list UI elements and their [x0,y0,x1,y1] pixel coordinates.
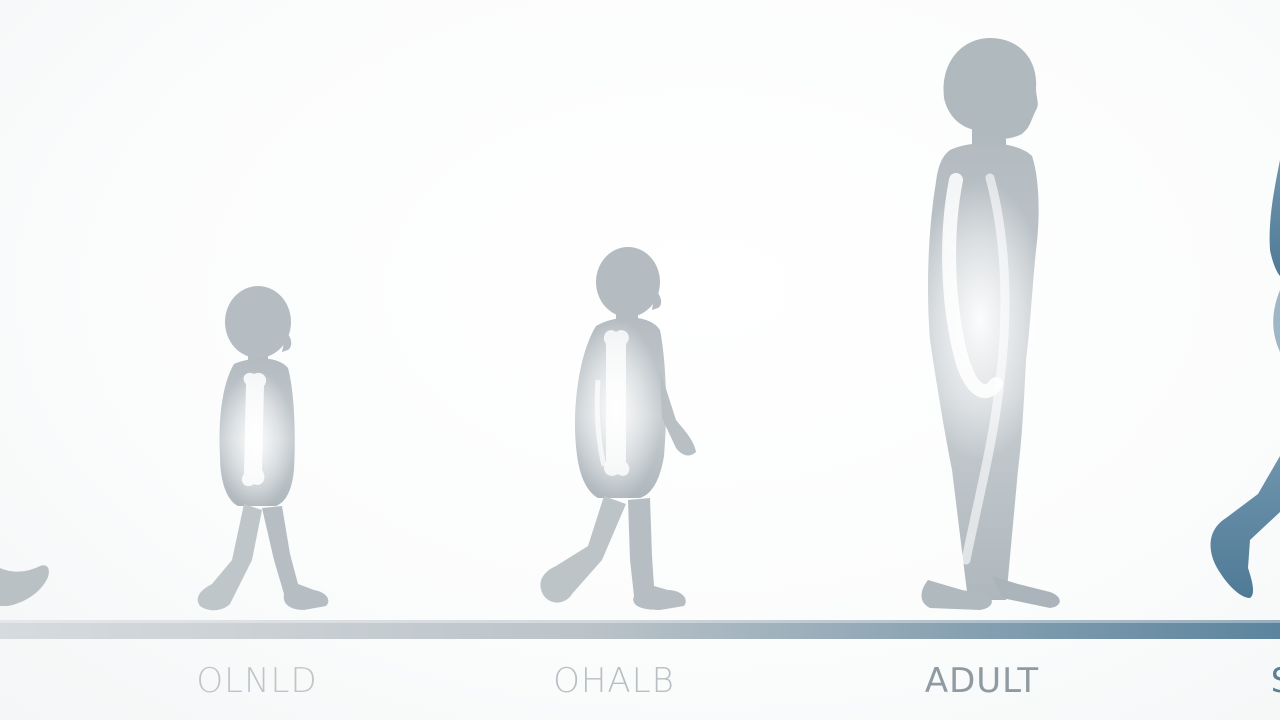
toddler-silhouette-icon [197,286,329,611]
stage-label-toddler: OLNLD [196,661,318,701]
adult-silhouette-icon [910,38,1060,610]
stage-label-adult: ADULT [924,661,1040,701]
cropped-foot-silhouette [0,565,49,606]
elder-silhouette-icon [1210,160,1280,598]
timeline-bar [0,620,1280,639]
child-silhouette-icon [540,247,696,610]
stage-label-elder: S [1271,664,1280,698]
stage-label-child: OHALB [553,661,675,701]
